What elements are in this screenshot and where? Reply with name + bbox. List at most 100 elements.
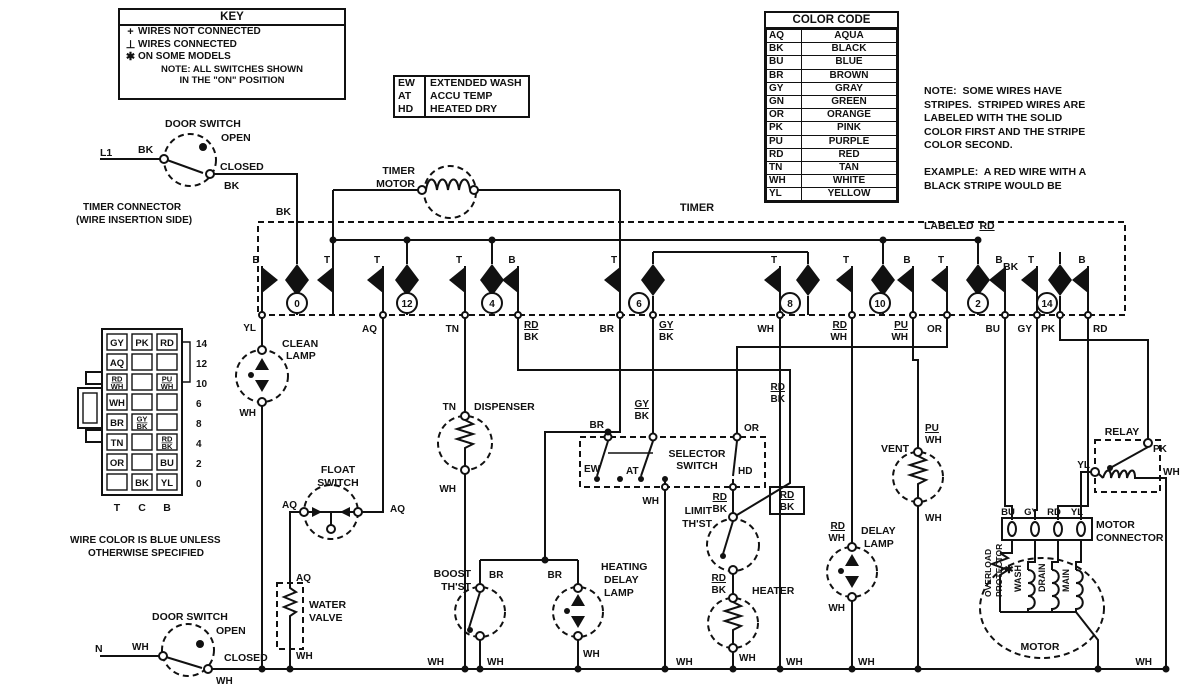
wire-label: SWITCH bbox=[317, 477, 358, 489]
key-items: +WIRES NOT CONNECTED⊥WIRES CONNECTED✱ON … bbox=[120, 26, 344, 64]
junction-dots bbox=[258, 236, 1170, 673]
connector-cell: BK bbox=[162, 442, 173, 451]
wire-label: RD bbox=[713, 492, 727, 503]
connector-cell-box bbox=[106, 473, 128, 491]
door-switch-top-closed-contact bbox=[205, 169, 215, 179]
wire-label: FLOAT bbox=[321, 464, 356, 476]
connector-column-label: B bbox=[163, 502, 171, 514]
options-legend-code: AT bbox=[395, 90, 426, 103]
wire-label: WH bbox=[1135, 657, 1152, 668]
wire-label: MOTOR bbox=[1021, 641, 1060, 653]
connector-cell-box bbox=[156, 433, 178, 451]
key-item: +WIRES NOT CONNECTED bbox=[120, 26, 344, 39]
connector-pin-number: 14 bbox=[196, 339, 208, 350]
insertion-point bbox=[1033, 311, 1041, 319]
insertion-point bbox=[1056, 311, 1064, 319]
wire-label: GY bbox=[1018, 324, 1033, 335]
wire-label: WH bbox=[487, 657, 504, 668]
terminal-letter: T bbox=[374, 255, 380, 266]
stripe-note-line: COLOR SECOND. bbox=[924, 139, 1013, 151]
options-legend-code: HD bbox=[395, 103, 426, 116]
wire-label: WH bbox=[239, 408, 256, 419]
connector-cell: WH bbox=[111, 382, 124, 391]
connector-cell: RD bbox=[112, 375, 123, 384]
connector-pin-number: 10 bbox=[196, 379, 208, 390]
terminal-diamond bbox=[1048, 264, 1072, 296]
connector-cell-box bbox=[156, 353, 178, 371]
terminal-letter: T bbox=[324, 255, 330, 266]
wire-label: OR bbox=[927, 324, 943, 335]
terminal-number: 12 bbox=[401, 299, 413, 310]
terminal-number: 4 bbox=[489, 299, 495, 310]
wire-label: TH'ST bbox=[441, 581, 471, 593]
terminal-letter: T bbox=[1028, 255, 1034, 266]
connector-cell-box bbox=[131, 333, 153, 351]
stripe-example-code-bottom: BK bbox=[1003, 260, 1019, 273]
key-item: ⊥WIRES CONNECTED bbox=[120, 39, 344, 52]
connector-cell-box bbox=[106, 433, 128, 451]
key-item: ✱ON SOME MODELS bbox=[120, 51, 344, 64]
wire-label: CONNECTOR bbox=[1096, 532, 1164, 544]
wire-label: MOTOR bbox=[1096, 519, 1135, 531]
color-code-abbr: GY bbox=[766, 81, 802, 96]
wire-label: TN bbox=[446, 324, 459, 335]
wire-label: WATER bbox=[309, 599, 347, 611]
wire-label: BK bbox=[659, 332, 674, 343]
terminal-number-circle bbox=[286, 292, 308, 314]
wire-label: OTHERWISE SPECIFIED bbox=[88, 548, 204, 559]
connector-cell: WH bbox=[109, 398, 125, 409]
terminal-number: 10 bbox=[874, 299, 886, 310]
key-symbol: ✱ bbox=[125, 51, 136, 63]
stripe-example-label: LABELED bbox=[924, 220, 974, 232]
selector-switch-box bbox=[579, 436, 766, 488]
wire-label: CLOSED bbox=[224, 652, 268, 664]
options-legend-label: EXTENDED WASH bbox=[430, 77, 522, 89]
color-code-name: RED bbox=[801, 147, 897, 162]
relay-symbol bbox=[1090, 438, 1160, 479]
insertion-point bbox=[1001, 311, 1009, 319]
wire-label: BK bbox=[635, 411, 650, 422]
wire-label: WH bbox=[828, 533, 845, 544]
terminal-number-circle bbox=[779, 292, 801, 314]
door-switch-bottom-pivot bbox=[158, 651, 168, 661]
color-code-name: GREEN bbox=[801, 94, 897, 110]
terminal-number-circle bbox=[396, 292, 418, 314]
limit-thermostat-outline bbox=[706, 518, 760, 572]
stripe-note-line: NOTE: SOME WIRES HAVE bbox=[924, 85, 1063, 97]
vent-outline bbox=[892, 451, 944, 503]
connector-pin-number: 12 bbox=[196, 359, 208, 370]
connector-cell-box bbox=[106, 453, 128, 471]
rd-bk-tag-box bbox=[769, 486, 805, 515]
clean-lamp-symbol bbox=[248, 345, 269, 407]
terminal-number-circle bbox=[628, 292, 650, 314]
wire-label: YL bbox=[1077, 460, 1090, 471]
connector-cell-box bbox=[156, 453, 178, 471]
wire-label: WH bbox=[858, 657, 875, 668]
stripe-note-line: STRIPES. STRIPED WIRES ARE bbox=[924, 98, 1086, 111]
color-code-name: BROWN bbox=[801, 68, 897, 83]
wire-label: RD bbox=[712, 573, 726, 584]
heating-delay-lamp-symbol bbox=[564, 583, 585, 641]
wire-label: VALVE bbox=[309, 612, 342, 624]
wire-label: WH bbox=[757, 324, 774, 335]
terminal-number: 14 bbox=[1041, 299, 1053, 310]
connector-cell-box bbox=[131, 393, 153, 411]
connector-cell: OR bbox=[110, 458, 124, 469]
color-code-name: TAN bbox=[801, 160, 897, 176]
connector-cell-box bbox=[131, 353, 153, 371]
terminal-number: 2 bbox=[975, 299, 981, 310]
key-item-label: WIRES NOT CONNECTED bbox=[138, 26, 261, 37]
terminal-letter: T bbox=[938, 255, 944, 266]
wire-label: OVERLOAD bbox=[983, 549, 993, 597]
wire-label: TH'ST bbox=[682, 518, 712, 530]
wire-label: LAMP bbox=[286, 350, 316, 362]
